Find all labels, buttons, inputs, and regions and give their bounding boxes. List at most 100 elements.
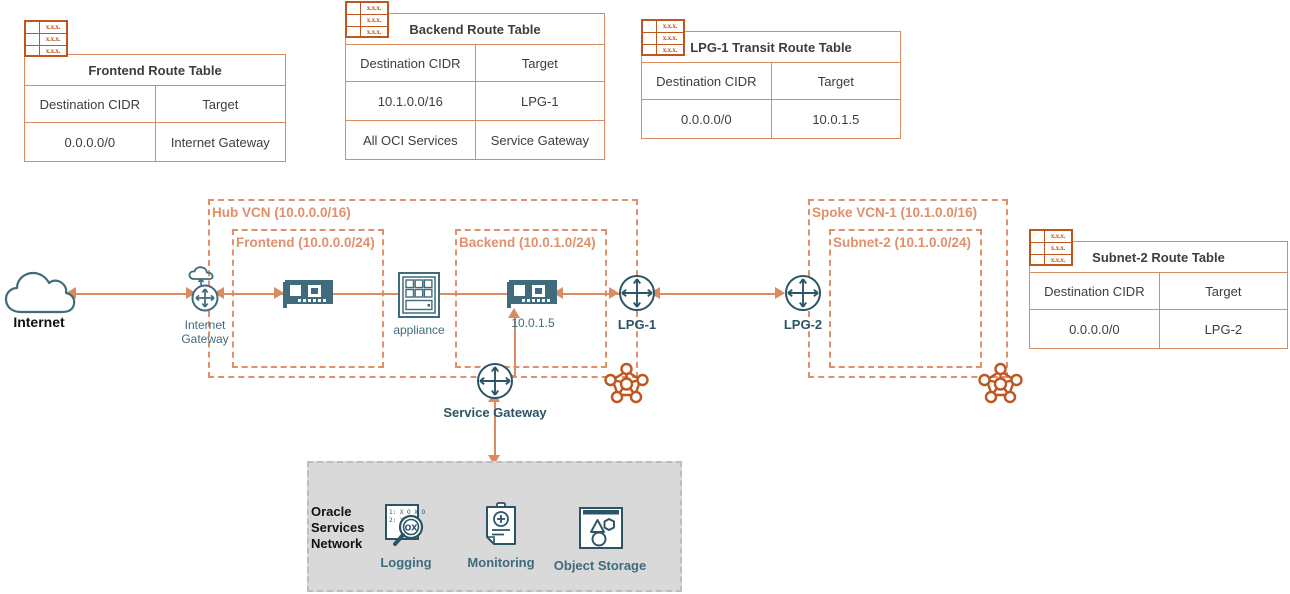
route-table-icon-value: x.x.x. bbox=[1050, 244, 1066, 252]
appliance-label: appliance bbox=[393, 323, 445, 337]
frontend-route-table: Frontend Route Table Destination CIDR Ta… bbox=[24, 54, 287, 162]
backend-subnet-boundary bbox=[455, 229, 607, 368]
monitoring-label: Monitoring bbox=[467, 555, 535, 570]
column-header: Target bbox=[474, 44, 606, 82]
backend-nic-label: 10.0.1.5 bbox=[511, 316, 555, 330]
backend-route-table: Backend Route Table Destination CIDR Tar… bbox=[345, 13, 606, 160]
route-table-icon: x.x.x. x.x.x. x.x.x. bbox=[24, 20, 68, 57]
arrow-left bbox=[214, 287, 224, 299]
route-table-icon-row: x.x.x. bbox=[347, 27, 387, 38]
arrow-right bbox=[186, 287, 196, 299]
route-table-icon-blank-cell bbox=[347, 3, 361, 14]
route-table-icon-value: x.x.x. bbox=[366, 4, 382, 12]
connector-frontend-nic-appliance bbox=[333, 293, 405, 295]
spoke-vcn-label: Spoke VCN-1 (10.1.0.0/16) bbox=[812, 205, 978, 220]
arrow-left bbox=[66, 287, 76, 299]
table-cell: 0.0.0.0/0 bbox=[1029, 309, 1160, 349]
route-table-icon: x.x.x. x.x.x. x.x.x. bbox=[345, 1, 389, 38]
table-cell: Service Gateway bbox=[474, 120, 606, 160]
log-search-icon[interactable]: 1: X O X O X 2: X ( OX bbox=[383, 503, 429, 549]
route-table-icon-row: x.x.x. bbox=[643, 33, 683, 45]
column-header: Destination CIDR bbox=[641, 62, 772, 100]
route-table-icon-value: x.x.x. bbox=[662, 22, 678, 30]
route-table-icon-value: x.x.x. bbox=[662, 46, 678, 54]
route-table-icon-row: x.x.x. bbox=[1031, 243, 1071, 255]
table-cell: 10.1.0.0/16 bbox=[345, 81, 476, 121]
route-table-icon-blank-cell bbox=[1031, 231, 1045, 242]
subnet2-label: Subnet-2 (10.1.0.0/24) bbox=[833, 235, 972, 250]
internet-label: Internet bbox=[13, 314, 65, 330]
route-table-icon-blank-cell bbox=[347, 15, 361, 26]
route-table-title: Frontend Route Table bbox=[24, 54, 286, 86]
table-cell: Internet Gateway bbox=[154, 122, 287, 162]
svg-text:OX: OX bbox=[405, 524, 419, 533]
internet-gateway-label-line2: Gateway bbox=[181, 332, 229, 346]
lpg2-label: LPG-2 bbox=[783, 317, 823, 332]
route-table-icon-row: x.x.x. bbox=[26, 46, 66, 57]
route-table-icon-value: x.x.x. bbox=[366, 28, 382, 36]
arrow-left bbox=[553, 287, 563, 299]
table-row: All OCI Services Service Gateway bbox=[345, 120, 606, 160]
svg-text:1: X O X O X: 1: X O X O X bbox=[389, 509, 429, 516]
column-header: Destination CIDR bbox=[345, 44, 476, 82]
route-table-icon-row: x.x.x. bbox=[1031, 255, 1071, 266]
table-cell: 10.0.1.5 bbox=[770, 99, 902, 139]
connector-appliance-backend-nic bbox=[440, 293, 510, 295]
connector-backend-nic-lpg1 bbox=[558, 293, 620, 295]
lpg2-icon bbox=[785, 275, 821, 311]
route-table-icon-row: x.x.x. bbox=[643, 21, 683, 33]
table-cell: 0.0.0.0/0 bbox=[641, 99, 772, 139]
route-table-icon-blank-cell bbox=[1031, 255, 1045, 266]
route-table-icon-row: x.x.x. bbox=[26, 22, 66, 34]
table-cell: 0.0.0.0/0 bbox=[24, 122, 156, 162]
arrow-right bbox=[274, 287, 284, 299]
table-row: 0.0.0.0/0 Internet Gateway bbox=[24, 122, 287, 162]
route-table-icon-row: x.x.x. bbox=[1031, 231, 1071, 243]
table-cell: LPG-1 bbox=[474, 81, 606, 121]
route-table-icon-row: x.x.x. bbox=[643, 45, 683, 56]
column-header: Target bbox=[1158, 272, 1289, 310]
route-table-icon-value: x.x.x. bbox=[662, 34, 678, 42]
route-table-icon: x.x.x. x.x.x. x.x.x. bbox=[1029, 229, 1073, 266]
route-table-icon: x.x.x. x.x.x. x.x.x. bbox=[641, 19, 685, 56]
route-table-icon-blank-cell bbox=[643, 33, 657, 44]
table-cell: LPG-2 bbox=[1158, 309, 1289, 349]
route-table-icon-value: x.x.x. bbox=[45, 47, 61, 55]
table-row: Destination CIDR Target bbox=[24, 85, 287, 123]
frontend-subnet-label: Frontend (10.0.0.0/24) bbox=[236, 235, 375, 250]
osn-title-line3: Network bbox=[311, 536, 363, 551]
column-header: Target bbox=[154, 85, 287, 123]
table-row: Destination CIDR Target bbox=[1029, 272, 1289, 310]
internet-gateway-icon bbox=[188, 266, 219, 312]
service-gateway-icon bbox=[477, 363, 513, 399]
subnet2-boundary bbox=[829, 229, 982, 368]
connector-igw-frontend-nic bbox=[218, 293, 288, 295]
arrow-up bbox=[508, 308, 520, 318]
internet-gateway-label-line1: Internet bbox=[184, 318, 226, 332]
service-gateway-label: Service Gateway bbox=[443, 405, 547, 420]
lpg1-icon bbox=[619, 275, 655, 311]
arrow-right bbox=[609, 287, 619, 299]
route-table-icon-row: x.x.x. bbox=[347, 3, 387, 15]
clipboard-plus-icon[interactable] bbox=[480, 502, 522, 548]
arrow-right bbox=[775, 287, 785, 299]
connector-internet-igw bbox=[72, 293, 192, 295]
svg-text:2: X (: 2: X ( bbox=[389, 517, 411, 524]
service-mesh-icon bbox=[604, 362, 649, 404]
table-row: 10.1.0.0/16 LPG-1 bbox=[345, 81, 606, 121]
table-row: Destination CIDR Target bbox=[345, 44, 606, 82]
frontend-subnet-boundary bbox=[232, 229, 384, 368]
logging-label: Logging bbox=[380, 555, 432, 570]
object-shapes-icon[interactable] bbox=[578, 506, 624, 550]
oracle-services-network-title: Oracle Services Network bbox=[311, 504, 365, 552]
backend-subnet-label: Backend (10.0.1.0/24) bbox=[459, 235, 596, 250]
route-table-icon-blank-cell bbox=[347, 27, 361, 38]
column-header: Destination CIDR bbox=[24, 85, 156, 123]
hub-vcn-label: Hub VCN (10.0.0.0/16) bbox=[212, 205, 351, 220]
lpg1-label: LPG-1 bbox=[617, 317, 657, 332]
connector-lpg1-lpg2 bbox=[655, 293, 783, 295]
table-row: 0.0.0.0/0 LPG-2 bbox=[1029, 309, 1289, 349]
service-mesh-icon bbox=[978, 362, 1023, 404]
table-row: 0.0.0.0/0 10.0.1.5 bbox=[641, 99, 902, 139]
table-row: Destination CIDR Target bbox=[641, 62, 902, 100]
